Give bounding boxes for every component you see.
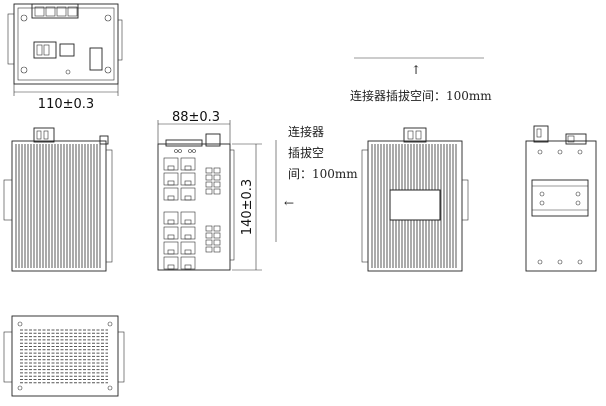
rj45-port [180,256,196,270]
bottom-view [3,315,125,397]
led-indicator [213,181,221,188]
rear-fins [371,144,457,268]
led-indicator [213,246,221,253]
up-arrow-icon: ↑ [411,63,421,77]
led-indicator [213,239,221,246]
top-width-label: 110±0.3 [38,97,94,112]
led-indicator [213,167,221,174]
rj45-latch [184,165,192,171]
led-indicator [213,232,221,239]
front-height-dimension: 140±0.3 [232,143,262,271]
rj45-port [163,157,179,171]
rj45-port [163,241,179,255]
rj45-ports [163,157,196,270]
rj45-latch [184,180,192,186]
side-note-line-1: 连接器 [288,124,324,139]
rj45-latch [167,249,175,255]
rj45-port [163,172,179,186]
top-note-text: 连接器插拔空间：100mm [350,88,492,103]
top-view [7,3,123,85]
left-arrow-icon: ← [284,196,294,210]
led-indicator [205,188,213,195]
led-indicator [205,174,213,181]
rj45-latch [167,264,175,270]
top-width-dimension: 110±0.3 [13,84,119,112]
front-width-dimension: 88±0.3 [157,110,231,144]
top-clearance-note: ↑ 连接器插拔空间：100mm [350,57,492,103]
rj45-port [180,211,196,225]
rj45-port [163,226,179,240]
rj45-latch [184,219,192,225]
rj45-latch [184,264,192,270]
rj45-port [180,172,196,186]
rj45-latch [167,219,175,225]
front-width-label: 88±0.3 [172,110,220,125]
rj45-latch [167,165,175,171]
led-indicator [205,167,213,174]
rj45-latch [184,195,192,201]
led-indicator [213,188,221,195]
rj45-port [180,157,196,171]
led-indicator [205,181,213,188]
led-indicator [213,225,221,232]
led-indicator [205,246,213,253]
rj45-port [163,256,179,270]
rear-view [361,127,469,272]
rear-label-plate [389,189,441,221]
led-indicator [205,225,213,232]
rj45-latch [184,249,192,255]
rj45-port [163,211,179,225]
vent-slots [20,329,108,384]
side-note-line-3: 间：100mm [288,167,358,181]
front-view [157,133,235,271]
rj45-port [163,187,179,201]
rj45-latch [167,180,175,186]
side-clearance-note: 连接器 插拔空 间：100mm ← [275,124,358,242]
rj45-latch [184,234,192,240]
rj45-port [180,241,196,255]
side-note-line-2: 插拔空 [288,145,324,160]
led-indicator [213,174,221,181]
rj45-latch [167,234,175,240]
led-indicator [205,232,213,239]
rj45-port [180,226,196,240]
front-height-label: 140±0.3 [240,179,255,235]
rj45-port [180,187,196,201]
din-rail-view [525,125,597,272]
led-indicator [205,239,213,246]
left-side-view [3,127,113,272]
side-fins [15,144,101,268]
rj45-latch [167,195,175,201]
led-indicator-grid [205,167,221,253]
